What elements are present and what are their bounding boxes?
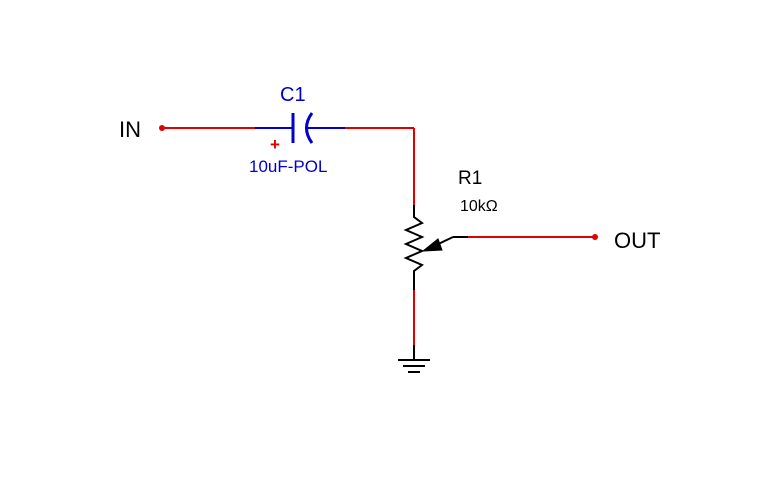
capacitor-polarity-mark: + — [270, 135, 280, 154]
ground-icon — [398, 345, 430, 373]
wires — [162, 127, 595, 345]
output-terminal-dot[interactable] — [592, 234, 598, 240]
input-terminal-dot[interactable] — [159, 125, 165, 131]
potentiometer-value-label: 10kΩ — [460, 198, 498, 215]
wiper-arrow-head-icon — [421, 238, 443, 252]
potentiometer-r1[interactable] — [403, 205, 468, 290]
capacitor-value-label: 10uF-POL — [249, 157, 327, 176]
resistor-zigzag — [403, 205, 425, 290]
output-label: OUT — [614, 228, 660, 253]
capacitor-c1[interactable] — [255, 112, 345, 144]
input-label: IN — [119, 117, 141, 142]
capacitor-ref-label: C1 — [280, 84, 306, 106]
potentiometer-ref-label: R1 — [458, 168, 482, 189]
